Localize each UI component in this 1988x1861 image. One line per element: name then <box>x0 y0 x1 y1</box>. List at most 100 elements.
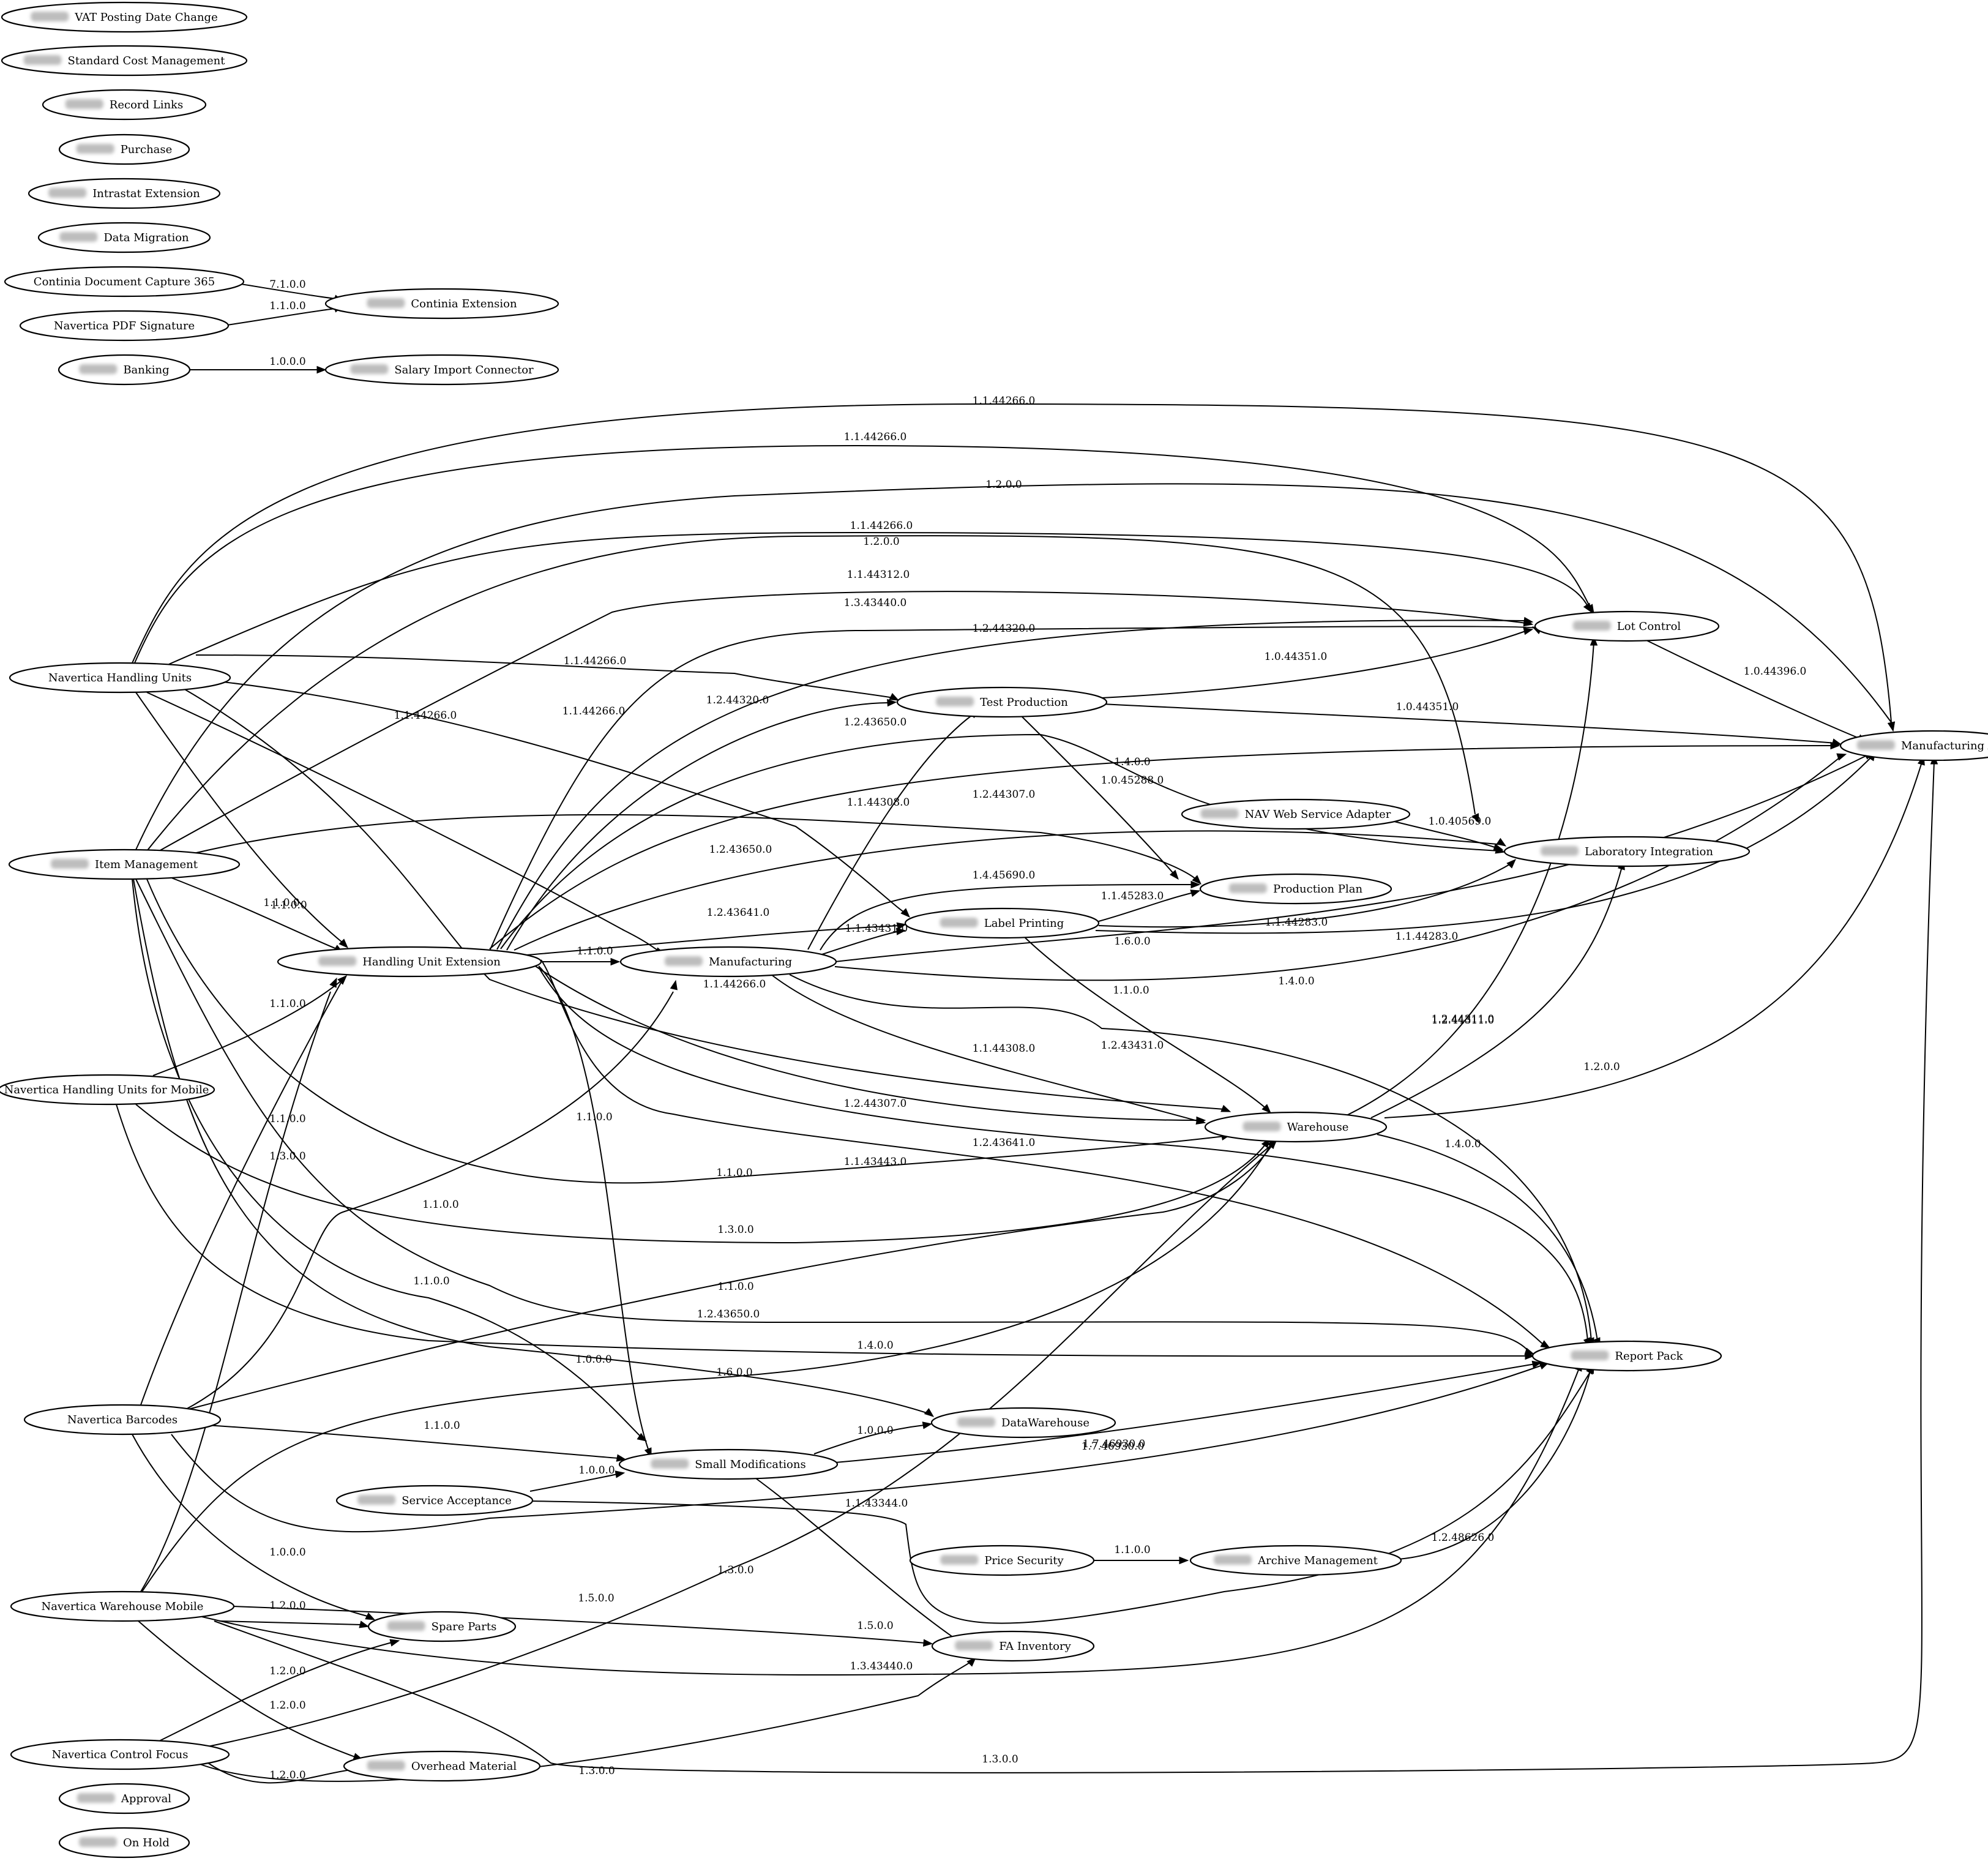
node-continiadoc[interactable]: Continia Document Capture 365 <box>4 266 245 298</box>
arrowhead <box>966 1657 976 1667</box>
node-label: Continia Document Capture 365 <box>34 275 215 288</box>
redacted-prefix <box>1572 621 1611 631</box>
node-label: Salary Import Connector <box>394 364 534 376</box>
node-labelprint[interactable]: Label Printing <box>904 907 1100 939</box>
node-label: Archive Management <box>1257 1554 1378 1567</box>
arrowhead <box>889 692 900 701</box>
edge-nwhmobile-to-overhead: 1.2.0.0 <box>138 1620 364 1761</box>
node-itemmgmt[interactable]: Item Management <box>8 848 241 880</box>
node-label: Production Plan <box>1273 883 1362 896</box>
node-label: Handling Unit Extension <box>362 956 501 968</box>
redacted-prefix <box>357 1495 396 1505</box>
node-label: Overhead Material <box>411 1760 517 1773</box>
arrowhead <box>1887 721 1896 732</box>
node-lab[interactable]: Laboratory Integration <box>1503 836 1751 867</box>
arrowhead <box>1190 880 1201 889</box>
edge-version-label: 1.3.0.0 <box>717 1224 753 1236</box>
node-fainv[interactable]: FA Inventory <box>931 1630 1095 1662</box>
node-ellipse <box>8 848 241 880</box>
node-nhu[interactable]: Navertica Handling Units <box>9 662 231 694</box>
edge-line <box>820 930 900 956</box>
edge-nbarcodes-to-reportpack: 1.7.46930.0 <box>171 1362 1550 1533</box>
node-ellipse <box>58 1783 190 1814</box>
node-approval[interactable]: Approval <box>58 1783 190 1814</box>
edge-line <box>138 1620 356 1758</box>
redacted-prefix <box>1214 1555 1252 1565</box>
edge-version-label: 1.1.44266.0 <box>703 978 766 990</box>
edge-line <box>771 974 1200 1122</box>
arrowhead <box>1506 859 1516 869</box>
node-reportpack[interactable]: Report Pack <box>1531 1340 1722 1372</box>
edge-version-label: 1.1.44266.0 <box>844 431 907 443</box>
node-testprod[interactable]: Test Production <box>896 686 1108 718</box>
arrowhead <box>895 927 906 935</box>
node-purchase[interactable]: Purchase <box>58 133 190 165</box>
edge-version-label: 1.6.0.0 <box>716 1366 752 1379</box>
node-label: DataWarehouse <box>1001 1417 1089 1429</box>
edge-nhu-to-testprod: 1.1.44266.0 <box>195 654 900 701</box>
node-stdcost[interactable]: Standard Cost Management <box>1 45 248 77</box>
node-overhead[interactable]: Overhead Material <box>343 1750 541 1782</box>
redacted-prefix <box>936 697 974 706</box>
node-continiaext[interactable]: Continia Extension <box>324 288 559 320</box>
edge-version-label: 1.1.0.0 <box>424 1420 460 1432</box>
redacted-prefix <box>77 1793 115 1803</box>
node-ellipse <box>1181 798 1411 830</box>
node-pricesec[interactable]: Price Security <box>909 1545 1095 1576</box>
redacted-prefix <box>664 956 703 966</box>
edge-version-label: 7.1.0.0 <box>269 279 305 291</box>
node-hue[interactable]: Handling Unit Extension <box>277 946 542 978</box>
node-servacc[interactable]: Service Acceptance <box>335 1485 534 1516</box>
edge-manuf-to-warehouse: 1.1.44308.0 <box>771 974 1206 1125</box>
edge-nwhmobile-to-hue: 1.1.0.0 <box>140 977 337 1592</box>
node-nhumob[interactable]: Navertica Handling Units for Mobile <box>0 1074 215 1106</box>
node-nwhmobile[interactable]: Navertica Warehouse Mobile <box>10 1590 235 1622</box>
node-lot[interactable]: Lot Control <box>1534 610 1720 642</box>
edge-version-label: 1.3.43440.0 <box>844 597 907 609</box>
node-spare[interactable]: Spare Parts <box>367 1611 517 1642</box>
node-reclinks[interactable]: Record Links <box>42 89 207 121</box>
node-dwh[interactable]: DataWarehouse <box>930 1407 1116 1439</box>
edge-smallmod-to-dwh: 1.0.0.0 <box>813 1421 933 1455</box>
node-nbarcodes[interactable]: Navertica Barcodes <box>23 1404 222 1436</box>
edge-line <box>813 1425 925 1455</box>
edge-version-label: 1.6.0.0 <box>1114 935 1150 948</box>
edge-line <box>116 1104 1528 1357</box>
node-banking[interactable]: Banking <box>58 354 191 386</box>
arrowhead <box>338 938 348 948</box>
node-datamig[interactable]: Data Migration <box>37 222 211 253</box>
node-ncontrol[interactable]: Navertica Control Focus <box>10 1739 230 1770</box>
node-manuf[interactable]: Manufacturing <box>619 946 837 978</box>
edge-nhumob-to-reportpack: 1.4.0.0 <box>116 1104 1535 1360</box>
node-label: Banking <box>123 364 169 376</box>
edge-line <box>1022 716 1176 876</box>
node-archive[interactable]: Archive Management <box>1189 1545 1402 1576</box>
edge-ncontrol-to-fainv: 1.3.0.0 <box>196 1657 976 1782</box>
edge-version-label: 1.2.48626.0 <box>1432 1532 1495 1544</box>
redacted-prefix <box>1228 883 1267 893</box>
node-manufapi[interactable]: Manufacturing API <box>1839 730 1988 762</box>
edge-version-label: 1.1.0.0 <box>263 897 299 909</box>
edge-version-label: 1.0.0.0 <box>269 1546 305 1559</box>
node-navpdf[interactable]: Navertica PDF Signature <box>19 310 230 342</box>
edges-layer: 7.1.0.01.1.0.01.0.0.01.1.44266.01.1.4426… <box>116 279 1938 1784</box>
node-ellipse <box>1839 730 1988 762</box>
node-vat[interactable]: VAT Posting Date Change <box>1 1 248 33</box>
node-prodplan[interactable]: Production Plan <box>1199 873 1392 905</box>
node-navws[interactable]: NAV Web Service Adapter <box>1181 798 1411 830</box>
node-onhold[interactable]: On Hold <box>58 1827 190 1859</box>
redacted-prefix <box>1200 809 1239 818</box>
node-warehouse[interactable]: Warehouse <box>1204 1111 1388 1143</box>
edge-line <box>834 755 1867 962</box>
edge-version-label: 1.2.44320.0 <box>973 623 1036 635</box>
node-intrastat[interactable]: Intrastat Extension <box>28 178 221 209</box>
arrowhead <box>896 922 907 930</box>
node-smallmod[interactable]: Small Modifications <box>618 1448 839 1480</box>
node-label: Navertica Control Focus <box>51 1748 188 1761</box>
arrowhead <box>1496 837 1507 847</box>
edge-line <box>152 979 343 1076</box>
node-label: Small Modifications <box>695 1458 805 1471</box>
node-salary[interactable]: Salary Import Connector <box>324 354 559 386</box>
